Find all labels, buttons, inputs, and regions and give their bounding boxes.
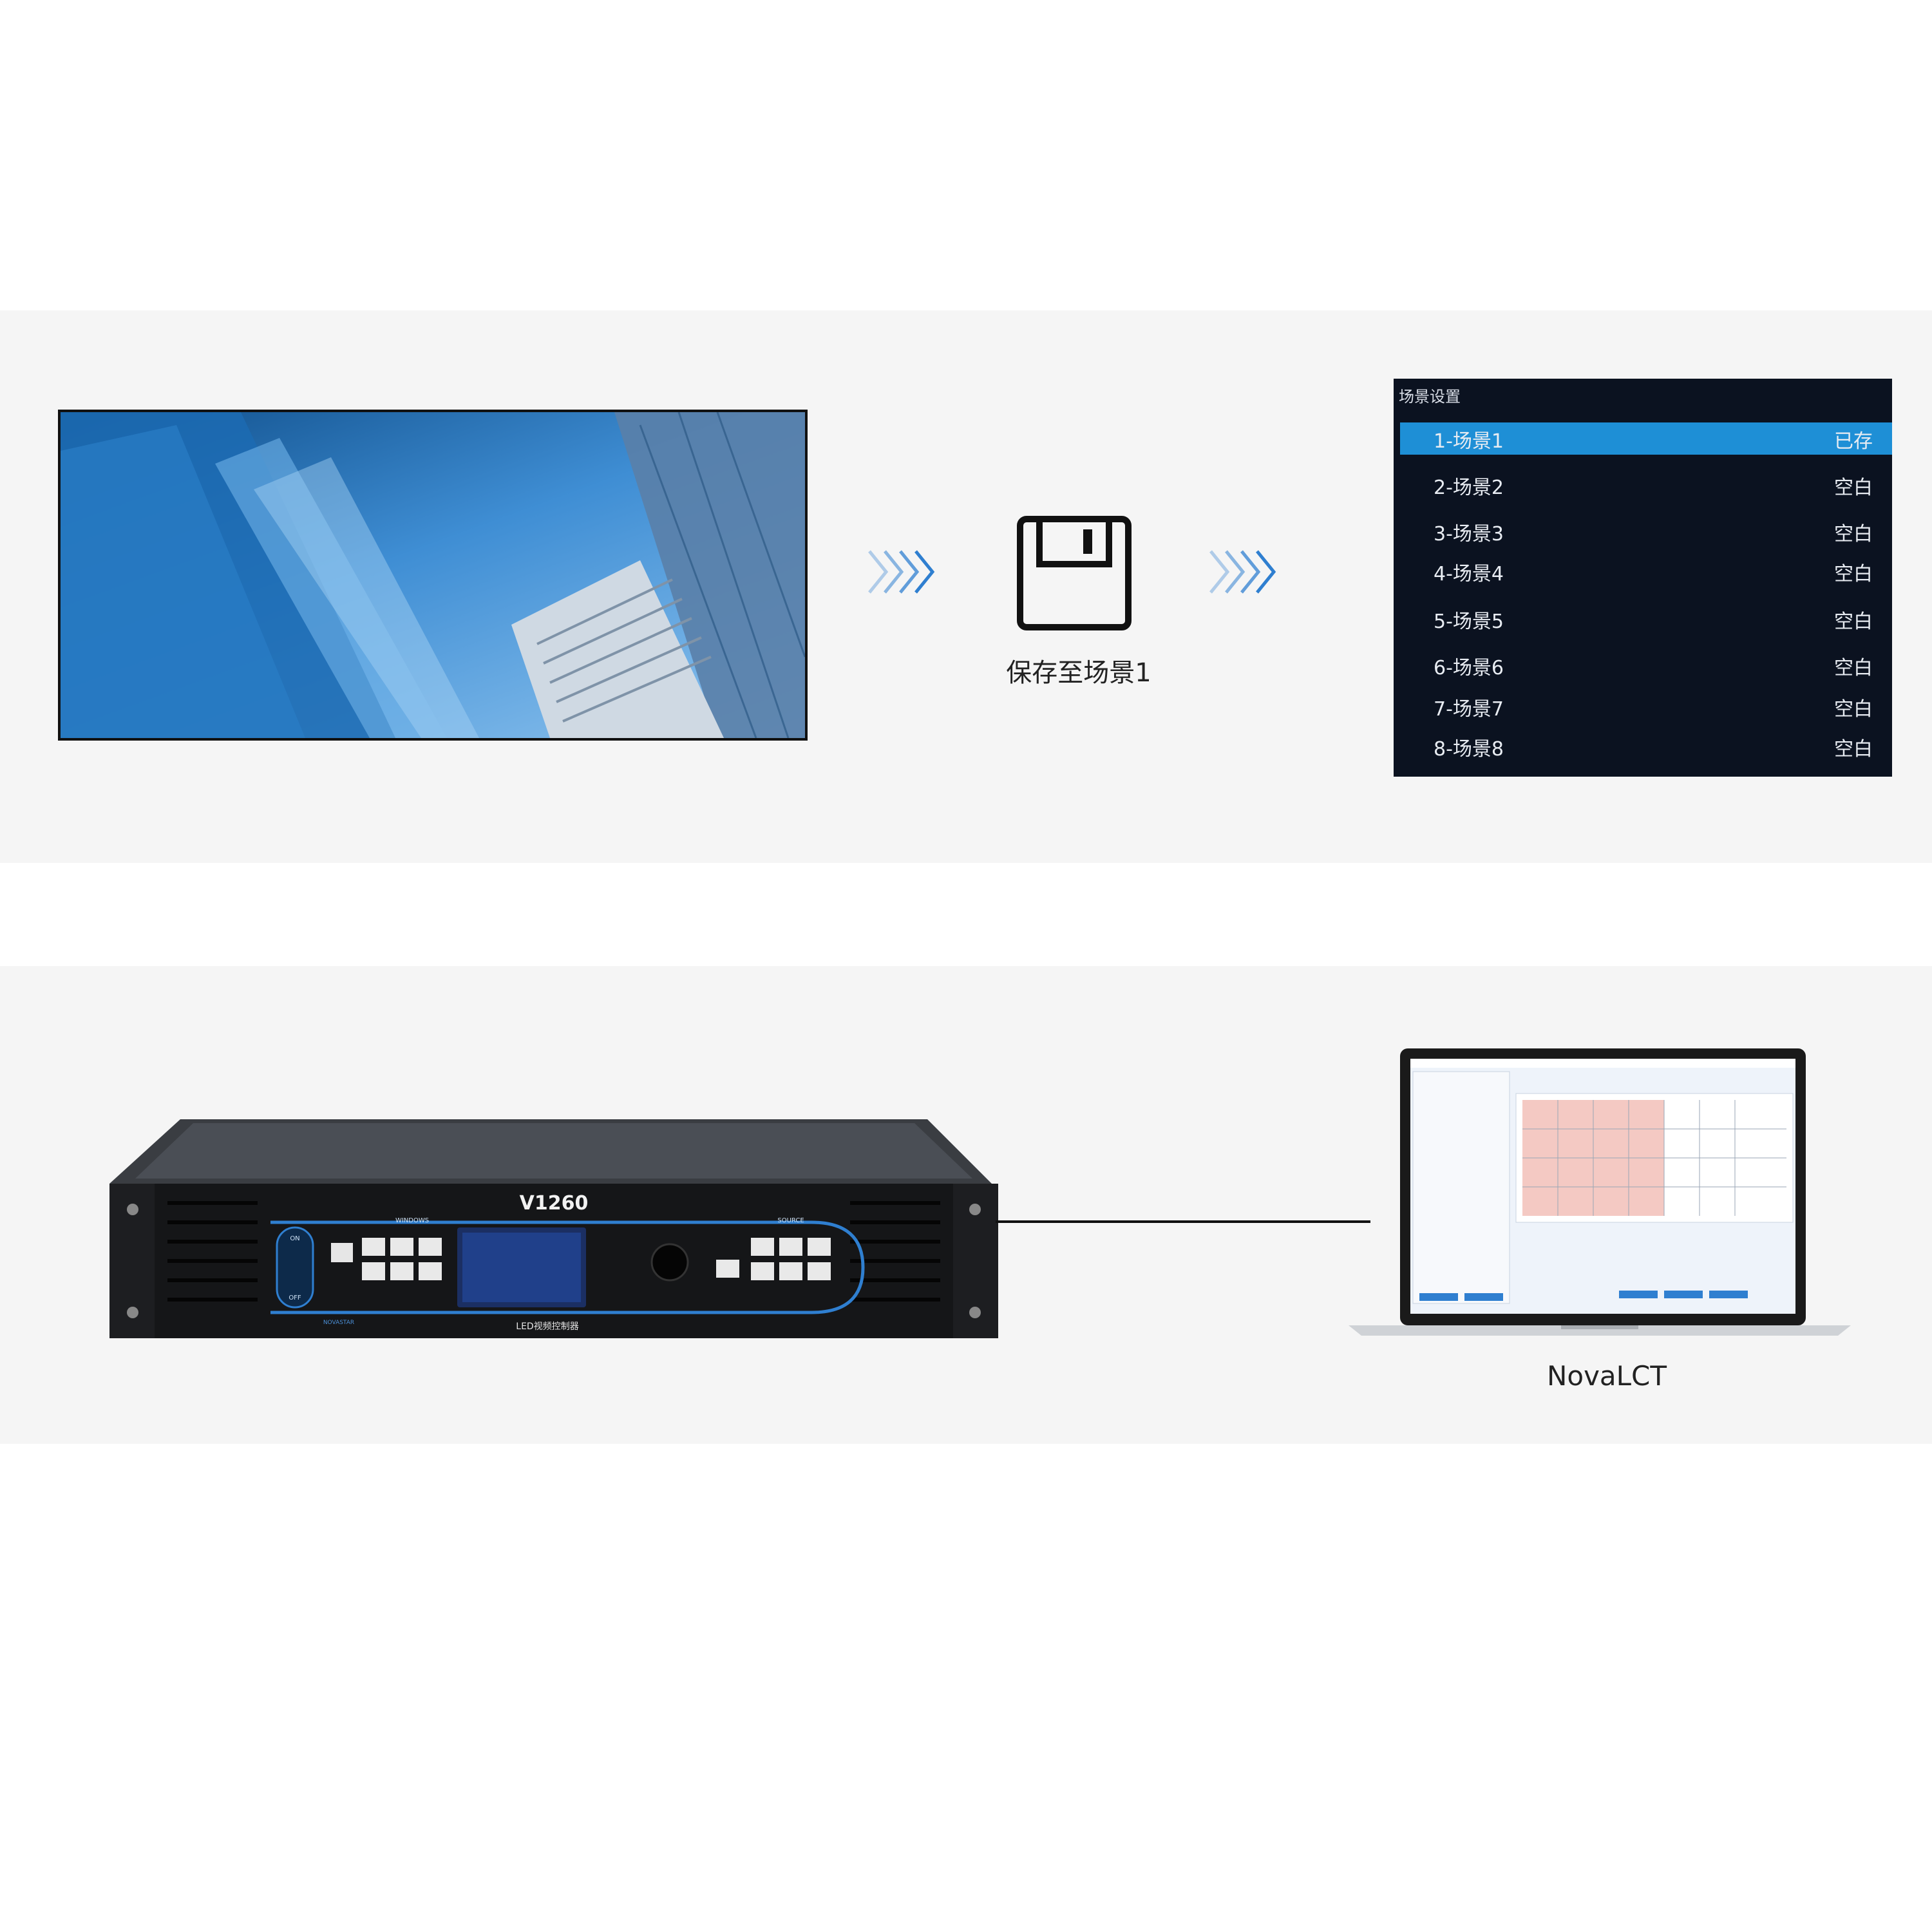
scene-row-4[interactable]: 4-场景4 空白 — [1434, 563, 1873, 585]
scene-row-1[interactable]: 1-场景1 已存 — [1400, 422, 1892, 455]
chevrons-right-icon — [868, 550, 935, 594]
scene-row-5[interactable]: 5-场景5 空白 — [1434, 611, 1873, 633]
connection-line — [996, 1220, 1370, 1223]
novalct-caption: NovaLCT — [1546, 1360, 1667, 1392]
save-to-scene-caption: 保存至场景1 — [1006, 658, 1151, 688]
scene-row-8[interactable]: 8-场景8 空白 — [1434, 738, 1873, 761]
scene-settings-panel: 场景设置 1-场景1 已存 2-场景2 空白 3-场景3 空白 4-场景4 空白… — [1394, 379, 1892, 777]
source-label: SOURCE — [777, 1217, 804, 1224]
scene-panel-title: 场景设置 — [1399, 388, 1461, 406]
led-video-controller-device: V1260 WINDOWS SOURCE ON OFF NOVASTAR LED… — [109, 1119, 998, 1338]
controller-description-label: LED视频控制器 — [516, 1321, 578, 1332]
led-wall-image — [58, 410, 808, 741]
save-floppy-icon — [1017, 516, 1132, 630]
off-label: OFF — [289, 1294, 301, 1302]
scene-row-6[interactable]: 6-场景6 空白 — [1434, 657, 1873, 679]
scene-row-3[interactable]: 3-场景3 空白 — [1434, 523, 1873, 545]
on-label: ON — [290, 1235, 299, 1242]
windows-label: WINDOWS — [395, 1217, 429, 1224]
scene-row-2[interactable]: 2-场景2 空白 — [1434, 477, 1873, 499]
controller-model-label: V1260 — [520, 1192, 589, 1215]
scene-row-7[interactable]: 7-场景7 空白 — [1434, 698, 1873, 721]
brand-label: NOVASTAR — [323, 1320, 354, 1326]
laptop-novalct-software — [1349, 1048, 1851, 1336]
chevrons-right-icon — [1209, 550, 1276, 594]
